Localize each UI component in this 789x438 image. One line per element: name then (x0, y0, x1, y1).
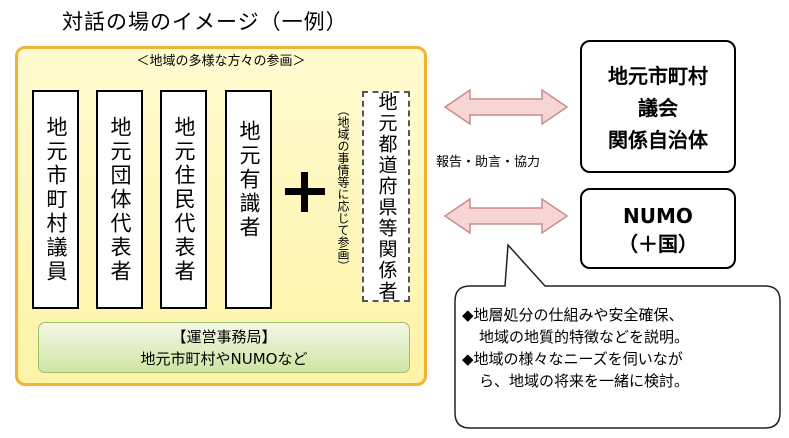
member-box-residents: 地元住民代表者 (160, 90, 207, 309)
secretariat-box: 【運営事務局】 地元市町村やNUMOなど (38, 322, 410, 373)
diagram-title: 対話の場のイメージ（一例） (62, 10, 348, 34)
bullet-icon: ◆ (462, 350, 474, 368)
member-label: 地元市町村議員 (44, 115, 68, 284)
callout-item1-line2: 地域の地質的特徴などを説明。 (479, 328, 690, 346)
secretariat-members: 地元市町村やNUMOなど (140, 350, 308, 368)
member-label: 地元有識者 (237, 120, 261, 240)
numo-box: NUMO （＋国） (580, 188, 736, 269)
plus-sign (285, 172, 325, 212)
double-arrow-upper (443, 88, 569, 126)
callout-item2-line2: ら、地域の将来を一緒に検討。 (479, 372, 690, 390)
member-box-municipal-councilors: 地元市町村議員 (32, 90, 79, 309)
member-label: 地元団体代表者 (108, 115, 132, 284)
assembly-line: 議会 (638, 96, 678, 120)
municipal-assembly-box: 地元市町村 議会 関係自治体 (580, 40, 736, 173)
double-arrow-lower (443, 197, 569, 235)
numo-line: NUMO (623, 204, 693, 228)
member-label: 地元住民代表者 (172, 115, 196, 284)
member-box-local-groups: 地元団体代表者 (96, 90, 143, 309)
callout-item1-line1: 地層処分の仕組みや安全確保、 (473, 306, 684, 324)
secretariat-title: 【運営事務局】 (171, 328, 277, 346)
member-box-prefecture: 地元都道府県等関係者 (362, 91, 410, 302)
national-government-line: （＋国） (618, 232, 698, 256)
callout-text: ◆地層処分の仕組みや安全確保、 地域の地質的特徴などを説明。 ◆地域の様々なニー… (462, 304, 689, 392)
municipal-line: 地元市町村 (608, 64, 708, 88)
bullet-icon: ◆ (462, 306, 474, 324)
member-box-experts: 地元有識者 (225, 90, 272, 309)
forum-subtitle: ＜地域の多様な方々の参画＞ (136, 54, 306, 69)
callout-bubble (454, 243, 781, 429)
related-governments-line: 関係自治体 (608, 128, 708, 152)
prefecture-participation-note: （地域の事情等に応じて参画） (336, 104, 350, 272)
arrow-label: 報告・助言・協力 (436, 155, 541, 170)
member-label: 地元都道府県等関係者 (375, 91, 398, 302)
callout-item2-line1: 地域の様々なニーズを伺いなが (473, 350, 683, 368)
